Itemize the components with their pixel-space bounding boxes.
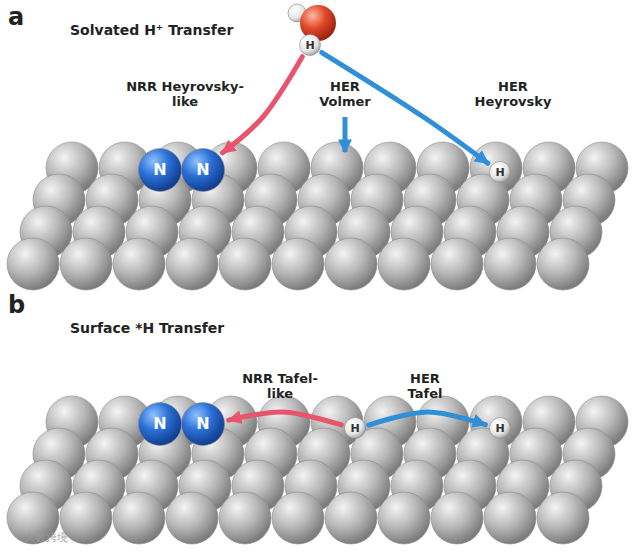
metal-atom (7, 238, 59, 290)
metal-atom (378, 238, 430, 290)
atom-symbol: H (305, 40, 314, 51)
metal-atom (537, 492, 589, 544)
panel-letter: b (8, 292, 38, 320)
panel-heading: Surface *H Transfer (70, 320, 290, 336)
metal-atom (113, 492, 165, 544)
arrow-label: NRR Tafel-like (241, 372, 319, 402)
nitrogen-atom: N (138, 402, 182, 446)
metal-atom (219, 238, 271, 290)
volmer-arrow (343, 117, 348, 152)
transfer-arrow (369, 412, 486, 425)
metal-atom (484, 492, 536, 544)
hydrogen-atom: H (489, 417, 511, 439)
metal-atom (166, 492, 218, 544)
atom-symbol: H (350, 423, 359, 434)
panel-heading: Solvated H⁺ Transfer (70, 22, 290, 38)
atom-symbol: N (196, 416, 209, 432)
atom-symbol: H (495, 423, 504, 434)
metal-atom (60, 238, 112, 290)
metal-surface (7, 142, 628, 544)
hydrogen-atom: H (299, 34, 321, 56)
arrow-label: NRR Heyrovsky-like (126, 80, 244, 110)
metal-atom (272, 238, 324, 290)
nitrogen-atom: N (138, 148, 182, 192)
watermark: 大數跨境 (24, 532, 114, 545)
atom-symbol: N (196, 162, 209, 178)
panel-letter: a (8, 4, 38, 32)
transfer-arrow (229, 412, 342, 425)
metal-atom (537, 238, 589, 290)
arrow-label: HER Volmer (305, 80, 385, 110)
metal-atom (325, 238, 377, 290)
atom-symbol: N (153, 416, 166, 432)
metal-atom (272, 492, 324, 544)
hydrogen-atom: H (489, 161, 511, 183)
metal-atom (484, 238, 536, 290)
hydrogen-atom: H (344, 417, 366, 439)
atom-symbol: N (153, 162, 166, 178)
nitrogen-atom: N (181, 402, 225, 446)
transfer-arrow (223, 57, 303, 153)
metal-atom (325, 492, 377, 544)
metal-atom (378, 492, 430, 544)
metal-atom (431, 238, 483, 290)
arrow-label: HER Heyrovsky (468, 80, 558, 110)
arrow-label: HER Tafel (394, 372, 456, 402)
nitrogen-atom: N (181, 148, 225, 192)
atom-symbol: H (495, 167, 504, 178)
metal-atom (431, 492, 483, 544)
metal-atom (113, 238, 165, 290)
metal-atom (219, 492, 271, 544)
metal-atom (166, 238, 218, 290)
